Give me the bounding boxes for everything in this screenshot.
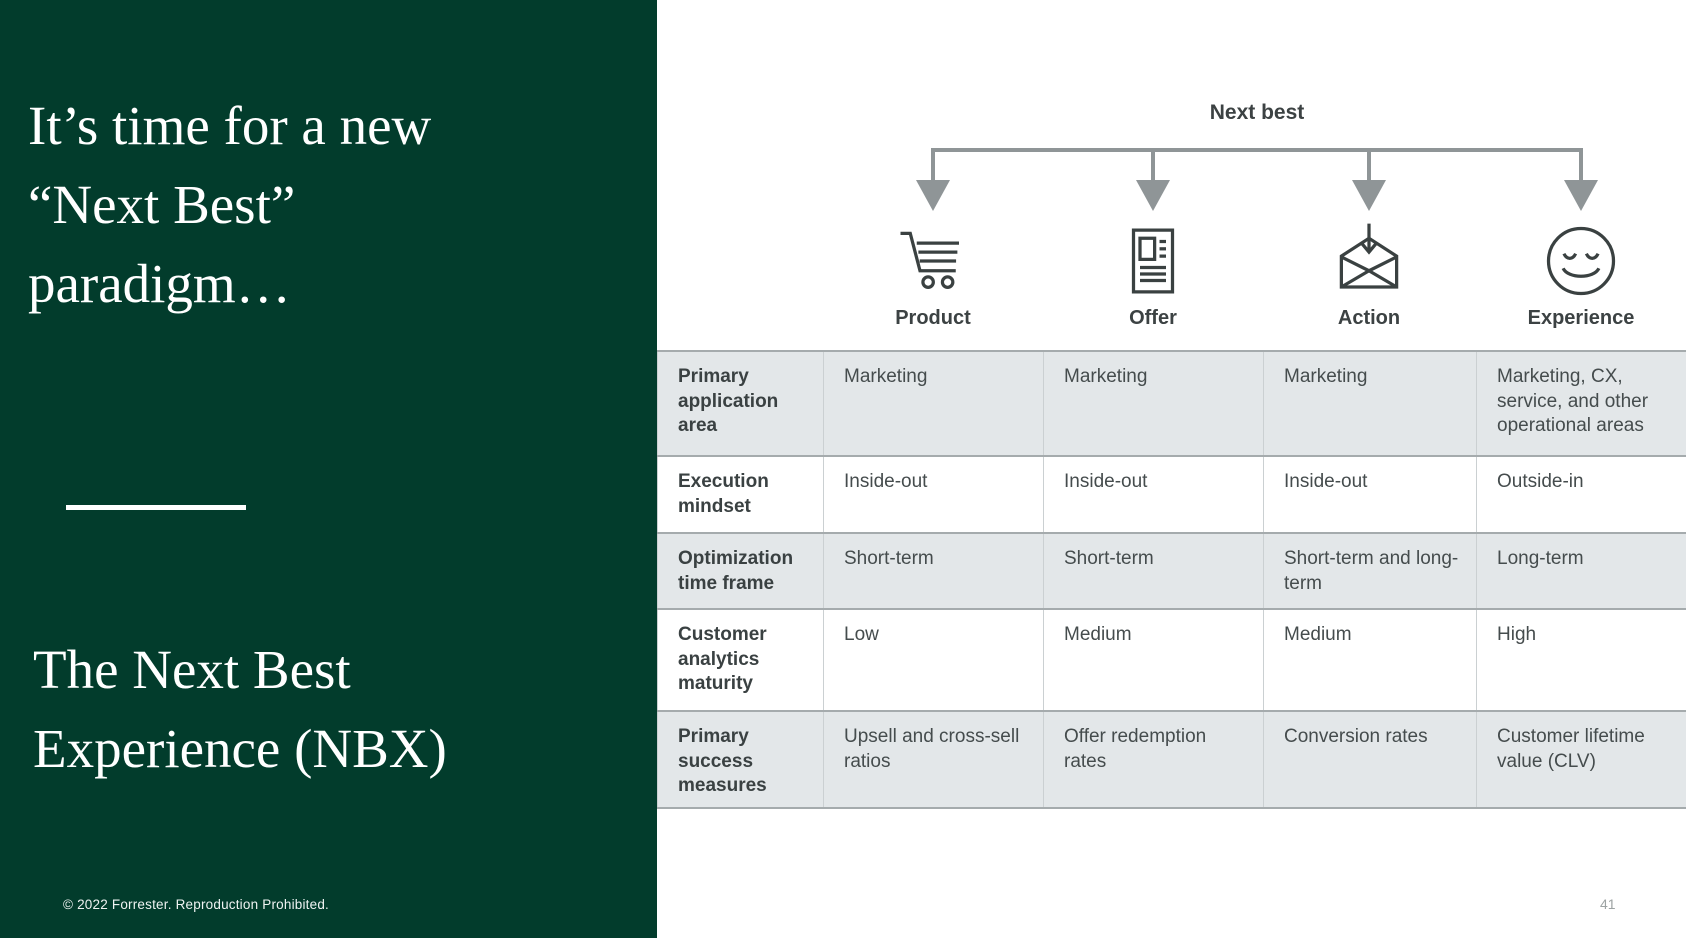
branch-action: Action — [1284, 222, 1454, 330]
slide-title: It’s time for a new “Next Best” paradigm… — [28, 86, 608, 323]
table-row: Primary application area Marketing Marke… — [657, 350, 1686, 456]
arrowhead-down-icon — [1352, 180, 1386, 211]
slide-title-line: It’s time for a new — [28, 95, 432, 156]
title-divider-line — [66, 505, 246, 510]
table-cell: Inside-out — [823, 455, 1044, 533]
page-number: 41 — [1600, 896, 1616, 912]
table-cell: Marketing — [1263, 350, 1477, 456]
table-cell: Marketing — [823, 350, 1044, 456]
table-cell: Medium — [1043, 608, 1264, 711]
arrowhead-down-icon — [916, 180, 950, 211]
table-row: Optimization time frame Short-term Short… — [657, 532, 1686, 609]
slide-subtitle-line: The Next Best — [33, 639, 351, 700]
table-cell: High — [1476, 608, 1686, 711]
table-cell: Medium — [1263, 608, 1477, 711]
smiley-face-icon — [1542, 226, 1620, 304]
arrowhead-down-icon — [1136, 180, 1170, 211]
table-cell: Outside-in — [1476, 455, 1686, 533]
connector-tree — [916, 148, 1598, 211]
table-row: Customer analytics maturity Low Medium M… — [657, 608, 1686, 711]
table-cell: Long-term — [1476, 532, 1686, 609]
branch-label: Product — [895, 307, 971, 329]
table-row: Primary success measures Upsell and cros… — [657, 710, 1686, 809]
envelope-arrow-icon — [1330, 223, 1408, 304]
table-cell: Low — [823, 608, 1044, 711]
row-header: Primary success measures — [657, 710, 824, 809]
table-cell: Customer lifetime value (CLV) — [1476, 710, 1686, 809]
copyright-footer: © 2022 Forrester. Reproduction Prohibite… — [63, 897, 329, 912]
branch-label: Experience — [1527, 307, 1635, 329]
table-cell: Inside-out — [1263, 455, 1477, 533]
slide-title-line: “Next Best” — [28, 174, 296, 235]
table-cell: Inside-out — [1043, 455, 1264, 533]
table-cell: Offer redemption rates — [1043, 710, 1264, 809]
slide-subtitle: The Next Best Experience (NBX) — [33, 630, 633, 788]
table-cell: Conversion rates — [1263, 710, 1477, 809]
branch-product: Product — [848, 222, 1018, 330]
branch-offer: Offer — [1068, 222, 1238, 330]
branch-label: Action — [1337, 307, 1401, 329]
branch-label: Offer — [1129, 307, 1177, 329]
table-cell: Short-term and long-term — [1263, 532, 1477, 609]
table-cell: Marketing — [1043, 350, 1264, 456]
content-panel: Next best — [657, 0, 1686, 938]
shopping-cart-icon — [894, 231, 972, 304]
offer-document-icon — [1114, 228, 1192, 304]
row-header: Customer analytics maturity — [657, 608, 824, 711]
left-title-panel: It’s time for a new “Next Best” paradigm… — [0, 0, 657, 938]
row-header: Execution mindset — [657, 455, 824, 533]
table-cell: Upsell and cross-sell ratios — [823, 710, 1044, 809]
slide-subtitle-line: Experience (NBX) — [33, 718, 447, 779]
row-header: Optimization time frame — [657, 532, 824, 609]
arrowhead-down-icon — [1564, 180, 1598, 211]
row-header: Primary application area — [657, 350, 824, 456]
table-cell: Short-term — [823, 532, 1044, 609]
slide-title-line: paradigm… — [28, 253, 291, 314]
table-cell: Short-term — [1043, 532, 1264, 609]
diagram-root-label: Next best — [1209, 101, 1305, 124]
table-row: Execution mindset Inside-out Inside-out … — [657, 455, 1686, 533]
table-cell: Marketing, CX, service, and other operat… — [1476, 350, 1686, 456]
comparison-table: Primary application area Marketing Marke… — [657, 350, 1686, 809]
branch-experience: Experience — [1496, 222, 1666, 330]
